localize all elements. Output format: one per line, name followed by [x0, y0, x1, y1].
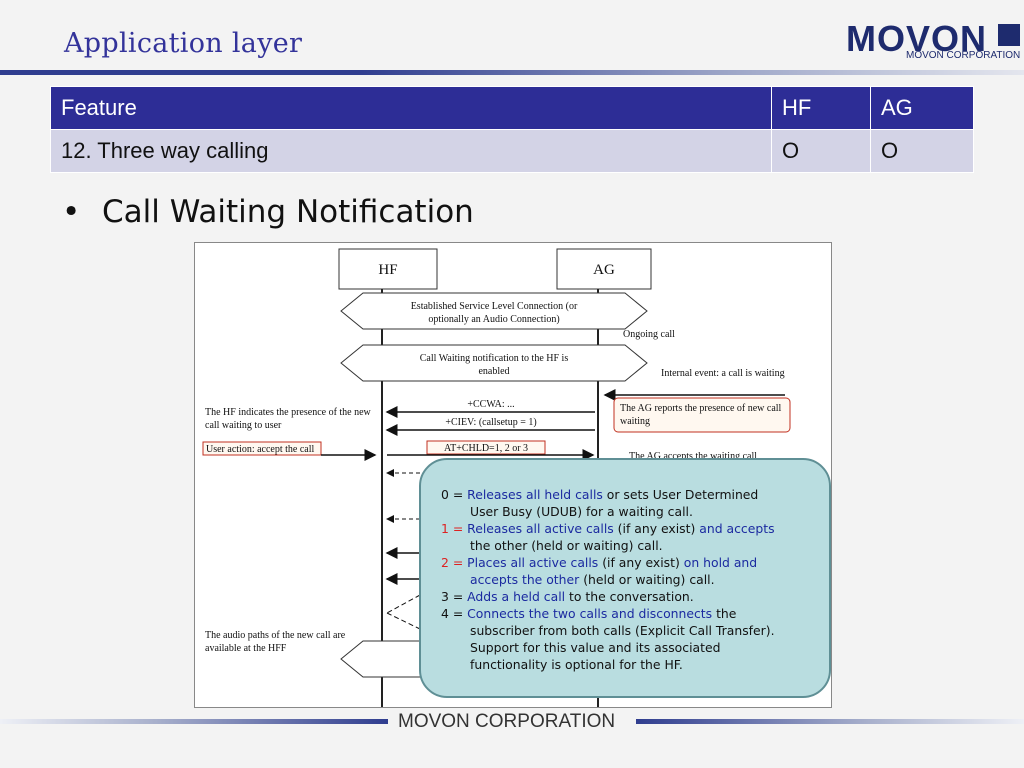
- internal-event: Internal event: a call is waiting: [661, 368, 785, 379]
- hf-indicates-1: The HF indicates the presence of the new: [205, 407, 372, 418]
- cell-ag: O: [870, 129, 974, 173]
- ongoing-call: Ongoing call: [623, 329, 675, 340]
- header-divider: [0, 70, 1024, 75]
- ag-label: AG: [593, 262, 615, 278]
- note-line-4d: functionality is optional for the HF.: [470, 657, 683, 672]
- note-line-4: 4 = Connects the two calls and disconnec…: [441, 606, 737, 621]
- bullet-item: • Call Waiting Notification: [62, 194, 474, 230]
- note-line-2b: accepts the other (held or waiting) call…: [470, 572, 715, 587]
- user-action: User action: accept the call: [206, 444, 314, 455]
- note-line-0b: User Busy (UDUB) for a waiting call.: [470, 504, 693, 519]
- table-row: 12. Three way calling O O: [50, 129, 974, 173]
- cw-hexagon: [340, 344, 648, 382]
- header-feature: Feature: [50, 86, 772, 130]
- cell-feature: 12. Three way calling: [50, 129, 772, 173]
- ccwa-label: +CCWA: ...: [467, 399, 514, 410]
- user-action-box: [202, 441, 322, 456]
- chld-values-callout: 0 = Releases all held calls or sets User…: [419, 458, 831, 698]
- footer-text: MOVON CORPORATION: [398, 711, 616, 732]
- cw-line-2: enabled: [478, 366, 509, 377]
- chld-box: [426, 440, 546, 455]
- note-line-2: 2 = Places all active calls (if any exis…: [441, 555, 758, 570]
- bullet-text: Call Waiting Notification: [102, 194, 474, 230]
- logo-square-icon: [998, 24, 1020, 46]
- slc-line-1: Established Service Level Connection (or: [411, 301, 578, 312]
- ag-box: [556, 248, 652, 290]
- ag-reports-1: The AG reports the presence of new call: [620, 403, 782, 414]
- hf-indicates-2: call waiting to user: [205, 420, 282, 431]
- footer-divider-left: [0, 719, 388, 724]
- note-line-3: 3 = Adds a held call to the conversation…: [441, 589, 694, 604]
- ag-reports-box: [613, 397, 791, 433]
- hf-label: HF: [378, 262, 397, 278]
- sequence-diagram-svg: HF AG Established Service Level Connecti…: [202, 248, 791, 707]
- chld-label: AT+CHLD=1, 2 or 3: [444, 443, 528, 454]
- header-ag: AG: [870, 86, 974, 130]
- footer-divider-right: [636, 719, 1024, 724]
- slc-hexagon: [340, 292, 648, 330]
- feature-table: Feature HF AG 12. Three way calling O O: [50, 86, 974, 173]
- ciev-label: +CIEV: (callsetup = 1): [445, 417, 536, 428]
- slc-line-2: optionally an Audio Connection): [428, 314, 559, 325]
- audio-paths-2: available at the HFF: [205, 643, 287, 654]
- movon-logo: MOVON MOVON CORPORATION: [846, 12, 1024, 68]
- note-line-1: 1 = Releases all active calls (if any ex…: [441, 521, 775, 536]
- logo-wordmark: MOVON: [846, 18, 988, 59]
- logo-subtitle: MOVON CORPORATION: [906, 50, 1021, 61]
- ag-accepts: The AG accepts the waiting call: [629, 451, 757, 462]
- slide-title: Application layer: [64, 28, 303, 59]
- audio-paths-1: The audio paths of the new call are: [205, 630, 346, 641]
- bullet-marker: •: [62, 194, 81, 230]
- ag-reports-2: waiting: [620, 416, 650, 427]
- note-line-4b: subscriber from both calls (Explicit Cal…: [470, 623, 775, 638]
- note-line-1b: the other (held or waiting) call.: [470, 538, 663, 553]
- hf-box: [338, 248, 438, 290]
- audio-dash-2: [386, 612, 421, 630]
- note-line-0: 0 = Releases all held calls or sets User…: [441, 487, 759, 502]
- header-hf: HF: [771, 86, 871, 130]
- audio-dash-1: [386, 594, 421, 614]
- cw-line-1: Call Waiting notification to the HF is: [420, 353, 569, 364]
- cell-hf: O: [771, 129, 871, 173]
- note-line-4c: Support for this value and its associate…: [470, 640, 721, 655]
- table-header-row: Feature HF AG: [50, 86, 974, 130]
